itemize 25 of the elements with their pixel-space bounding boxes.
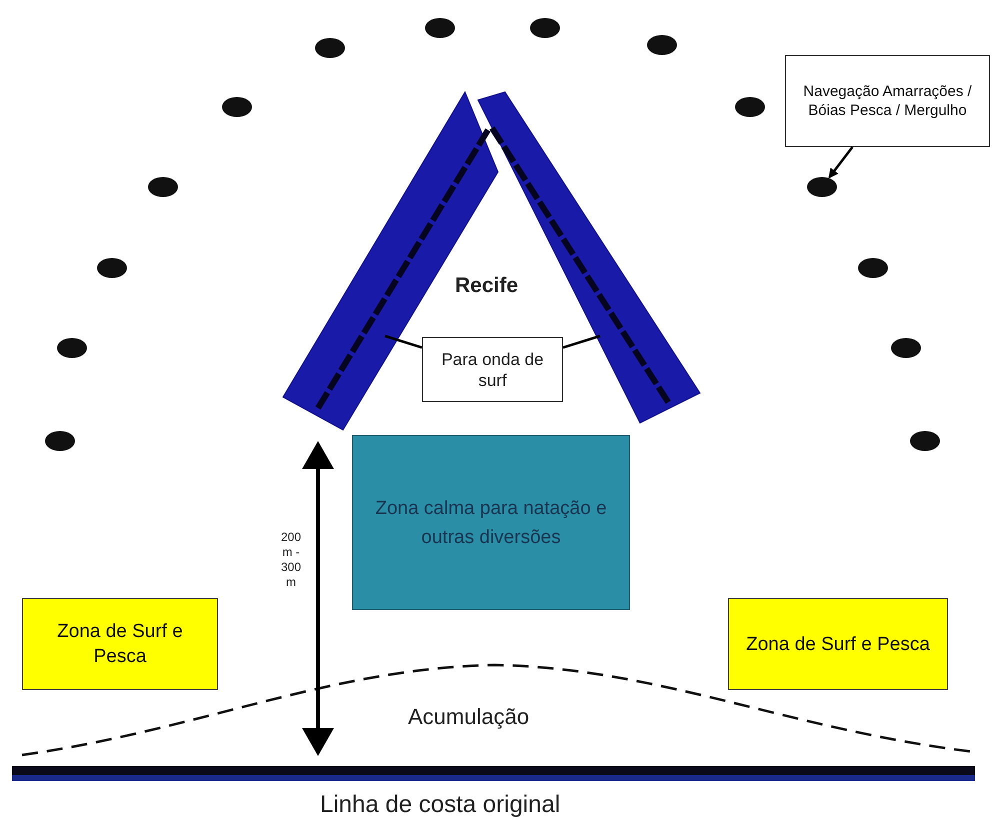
arrow xyxy=(828,146,854,179)
buoy-marker xyxy=(315,38,345,58)
callout-box: Para onda de surf xyxy=(422,337,563,402)
buoy-marker xyxy=(148,177,178,197)
coastline-label: Linha de costa original xyxy=(320,790,560,820)
accumulation-label: Acumulação xyxy=(408,703,530,731)
buoy-marker xyxy=(910,431,940,451)
zone-box: Zona de Surf e Pesca xyxy=(22,598,218,690)
callout-box: Navegação Amarrações / Bóias Pesca / Mergulho xyxy=(785,55,990,147)
buoy-marker xyxy=(858,258,888,278)
buoy-marker xyxy=(807,177,837,197)
buoy-marker xyxy=(647,35,677,55)
buoy-marker xyxy=(735,97,765,117)
buoy-marker xyxy=(97,258,127,278)
leader-line xyxy=(562,334,600,349)
leader-line xyxy=(384,334,422,349)
buoy-marker xyxy=(891,338,921,358)
reef-label: Recife xyxy=(455,273,518,299)
buoy-marker xyxy=(425,18,455,38)
buoy-marker xyxy=(45,431,75,451)
zone-box: Zona de Surf e Pesca xyxy=(728,598,948,690)
buoy-marker xyxy=(57,338,87,358)
buoy-marker xyxy=(530,18,560,38)
zone-box: Zona calma para natação e outras diversões xyxy=(352,435,630,610)
buoy-marker xyxy=(222,97,252,117)
